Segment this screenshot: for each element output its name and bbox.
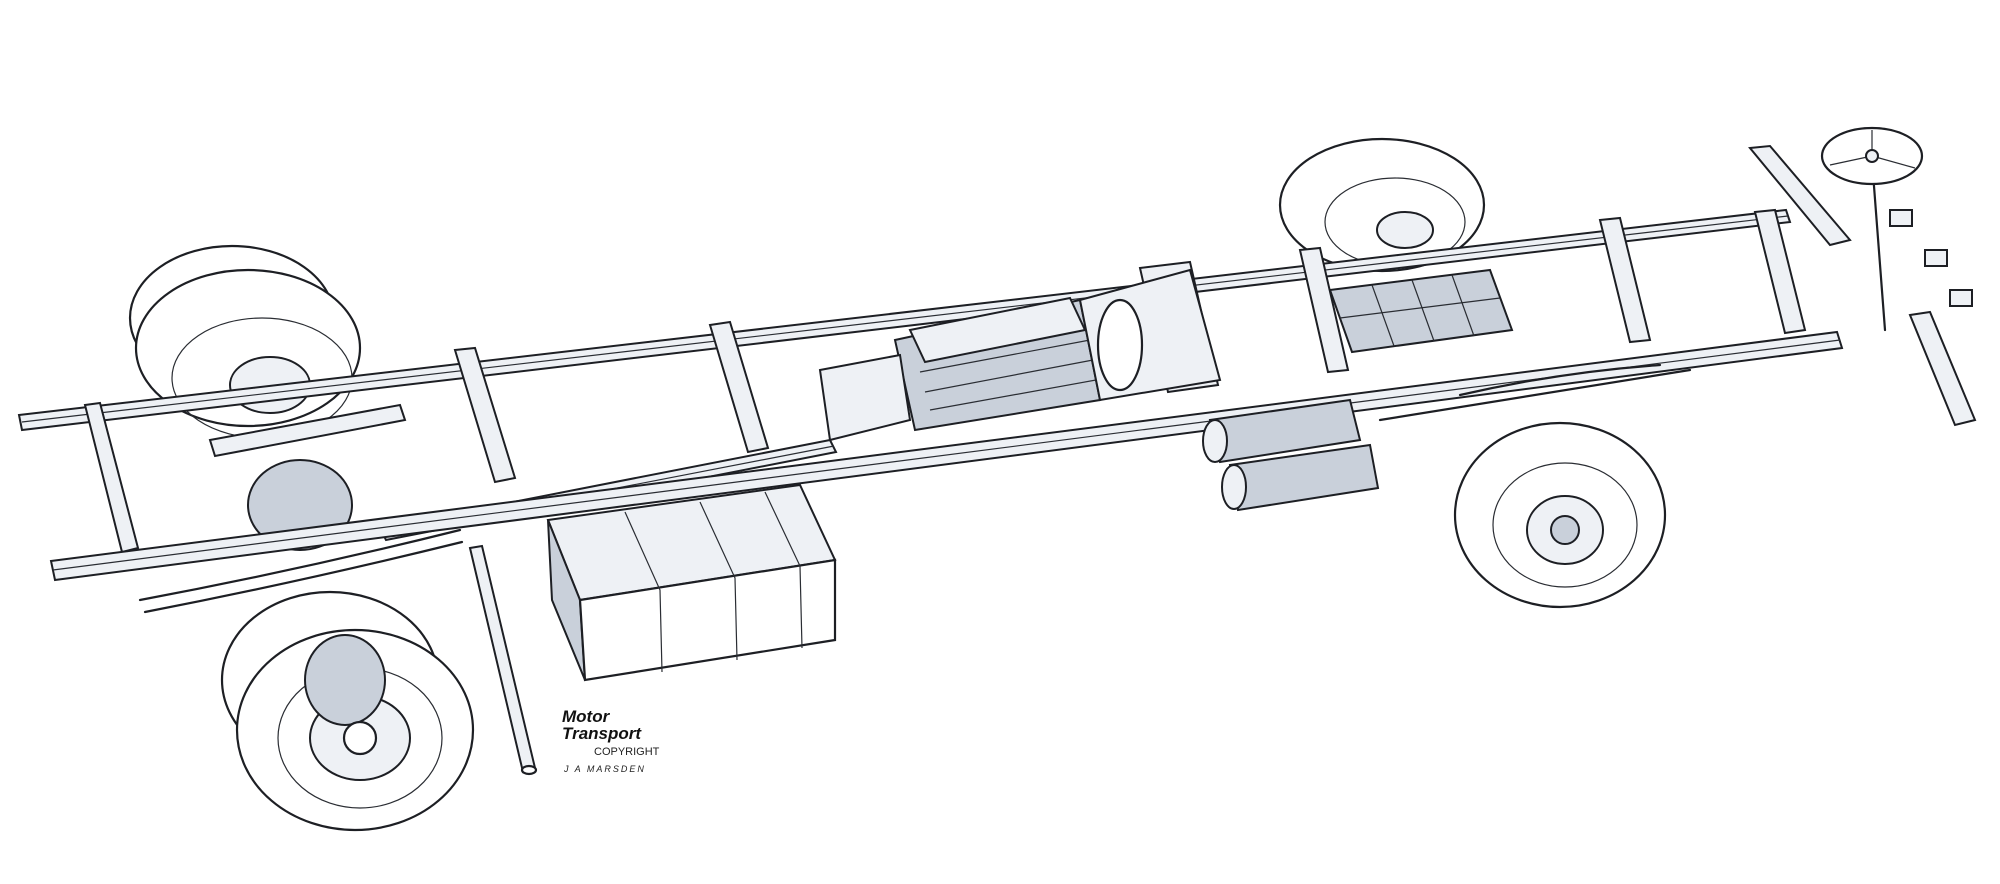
dashboard-panel — [1748, 144, 1977, 427]
label-line-motor: Motor — [562, 707, 610, 726]
front-right-wheel — [1453, 421, 1667, 609]
engine — [818, 268, 1222, 442]
front-axle — [1378, 363, 1692, 422]
publisher-label: Motor Transport COPYRIGHT J A MARSDEN — [552, 698, 682, 778]
label-line-transport: Transport — [562, 724, 642, 743]
rear-right-wheel — [220, 590, 475, 832]
front-left-wheel — [1278, 137, 1486, 273]
steering-column — [1820, 126, 1924, 332]
air-tanks — [1202, 398, 1380, 512]
rear-axle — [138, 403, 464, 614]
label-copyright: COPYRIGHT — [594, 746, 660, 758]
exhaust-pipe — [468, 544, 538, 776]
artist-signature: J A MARSDEN — [564, 764, 646, 774]
batteries — [1328, 268, 1514, 354]
fuel-tank — [546, 483, 837, 682]
